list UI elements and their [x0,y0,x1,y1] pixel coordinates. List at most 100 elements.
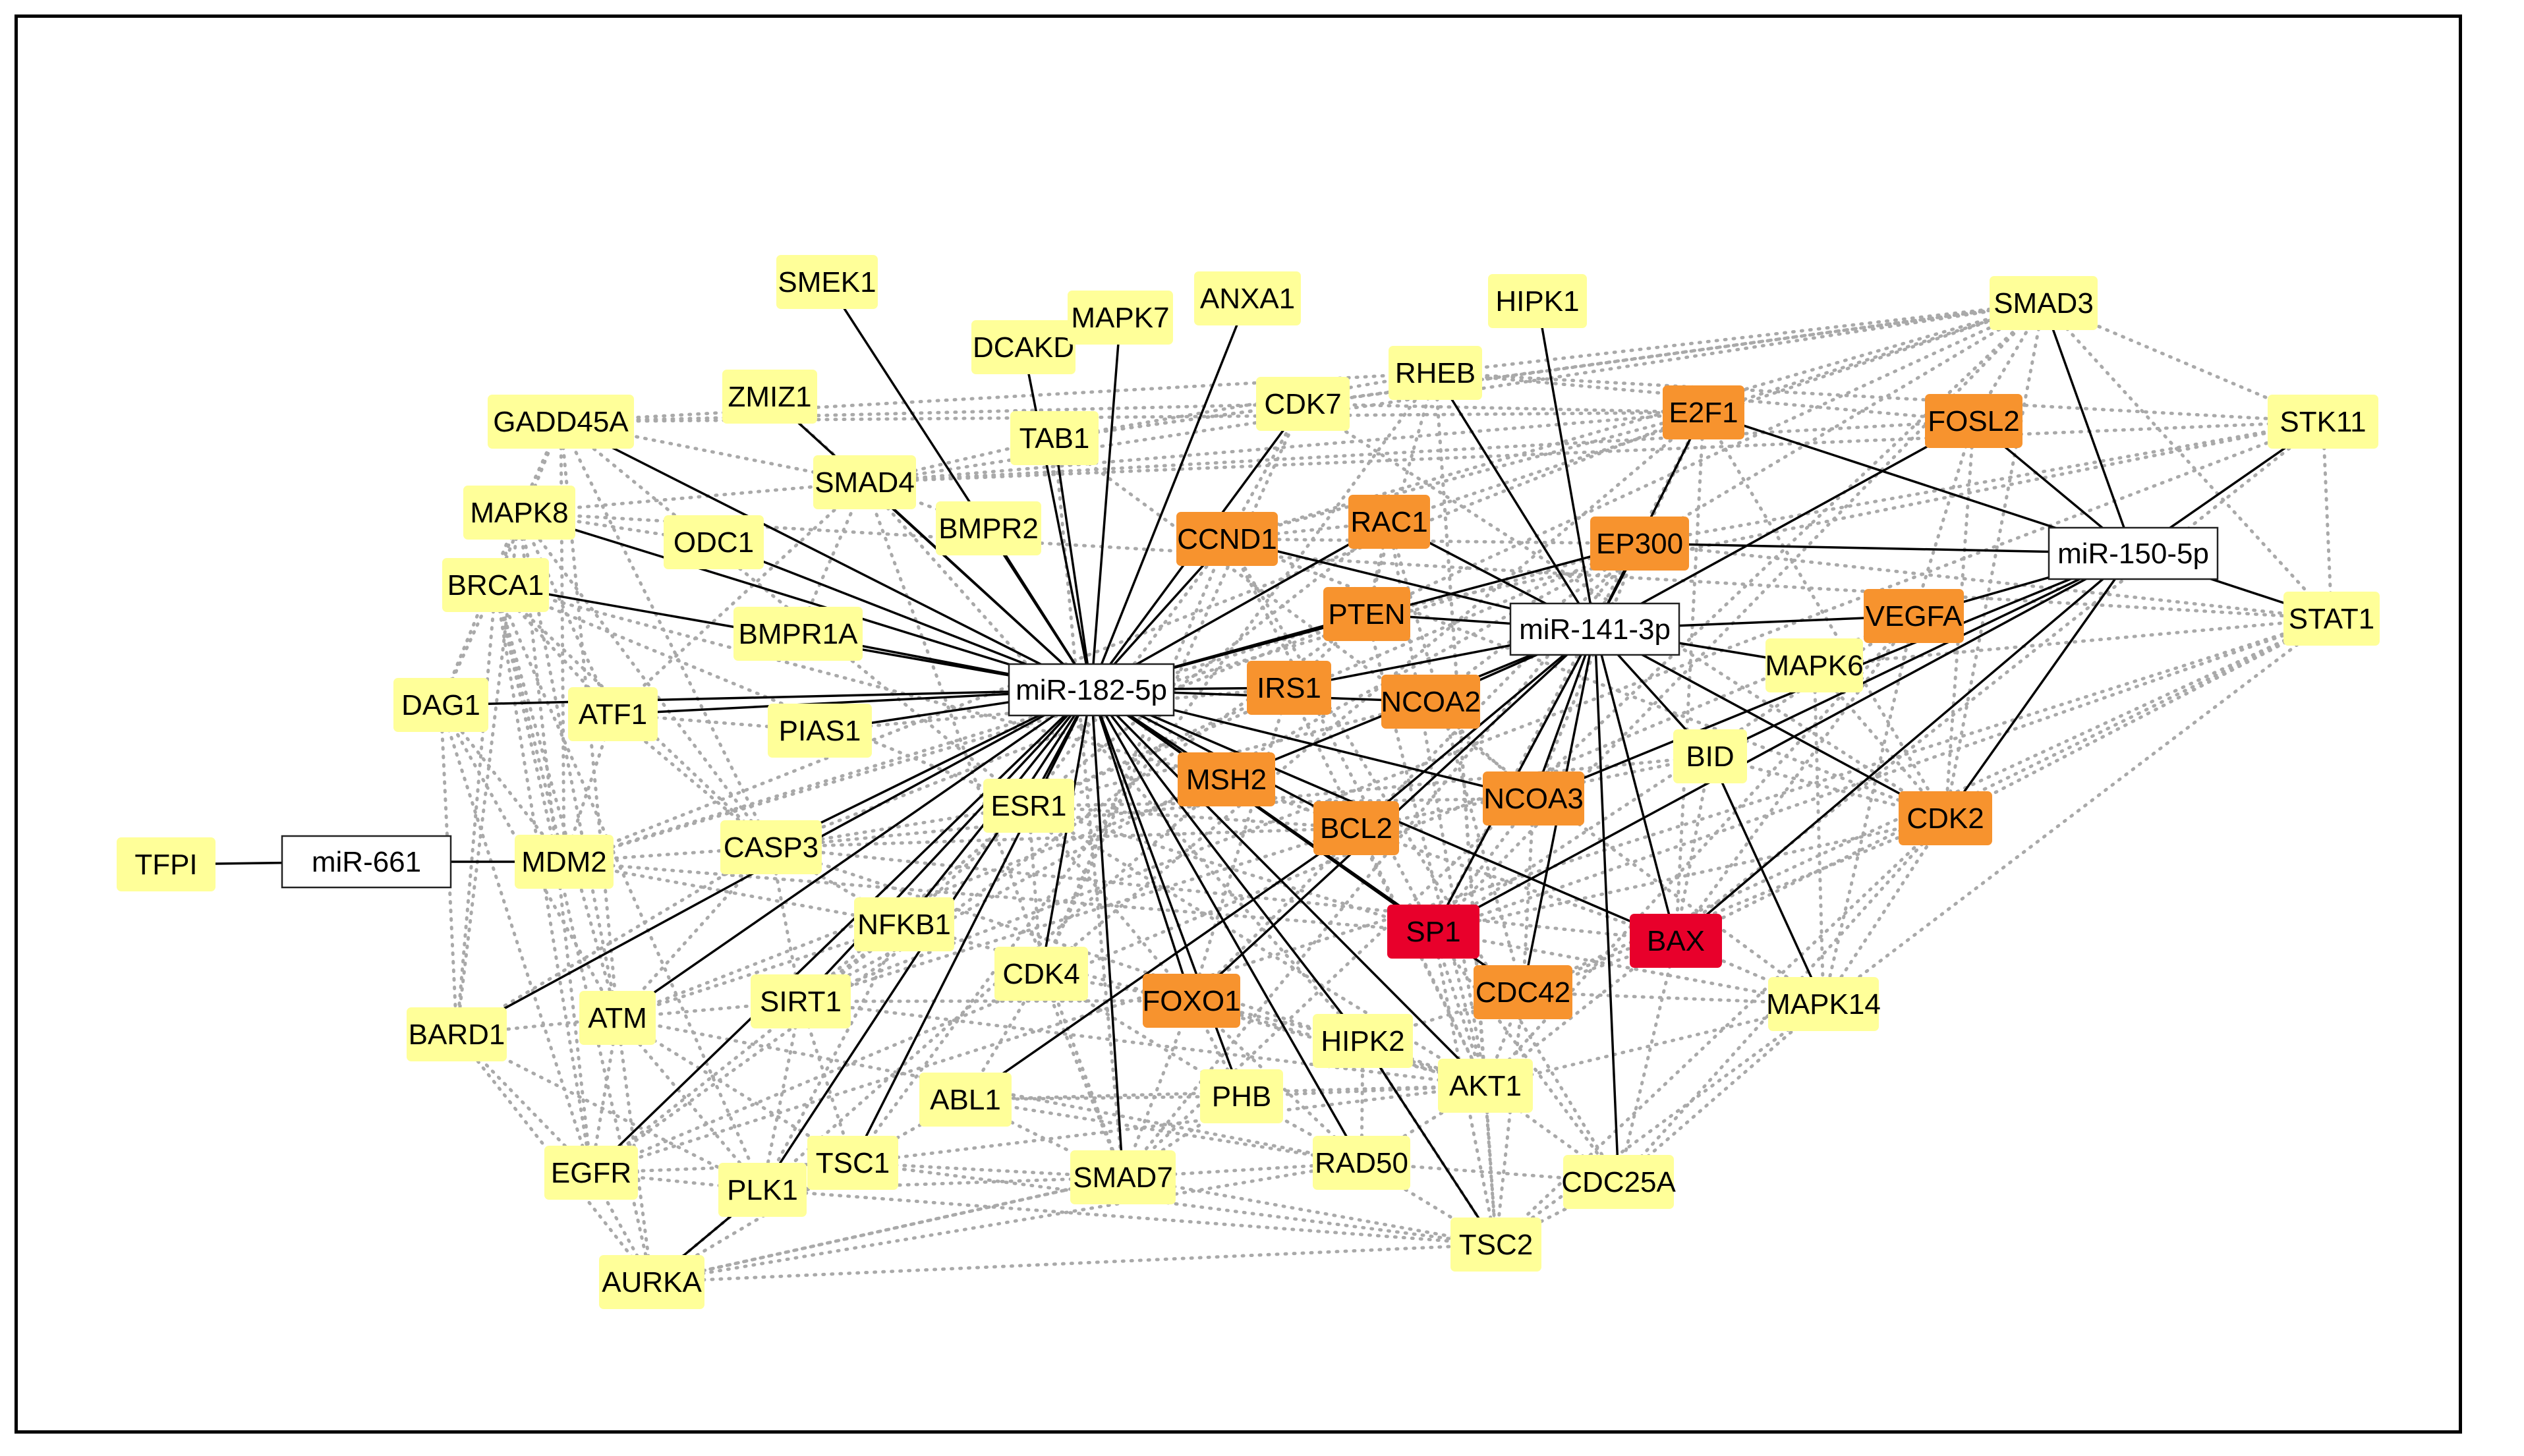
node-label: MAPK7 [1071,302,1169,334]
node-ncoa3: NCOA3 [1483,771,1584,826]
dotted-edge-aurka-rad50 [650,1161,1363,1284]
node-label: CASP3 [724,831,818,864]
node-label: E2F1 [1669,397,1738,429]
node-box [515,835,614,889]
solid-edge-mir-150-5p-sp1 [1433,552,2134,933]
dotted-edge-mapk6-mapk14 [1812,663,1825,1006]
node-label: ANXA1 [1200,283,1295,315]
dotted-edge-brca1-esr1 [494,583,1031,808]
node-label: IRS1 [1257,672,1321,704]
dotted-edge-ccnd1-cdk4 [1039,537,1229,976]
node-bax: BAX [1630,914,1722,968]
node-box [1474,965,1572,1019]
dotted-edge-nfkb1-egfr [589,922,906,1175]
node-label: HIPK1 [1495,285,1579,318]
dotted-edge-nfkb1-plk1 [760,922,906,1192]
node-label: MAPK14 [1766,988,1881,1021]
dotted-edge-brca1-bard1 [455,583,498,1036]
node-ep300: EP300 [1590,517,1689,571]
solid-edge-mir-182-5p-tab1 [1053,437,1093,690]
node-box [733,607,863,661]
node-label: miR-141-3p [1519,613,1671,646]
node-label: BCL2 [1320,812,1392,845]
node-label: miR-150-5p [2057,538,2209,570]
node-box [568,687,658,741]
node-rac1: RAC1 [1348,495,1430,549]
dotted-edge-atm-plk1 [616,1016,764,1192]
node-bcl2: BCL2 [1313,801,1399,855]
node-pias1: PIAS1 [768,704,872,758]
dotted-edge-aurka-tsc2 [650,1243,1498,1284]
node-box [1178,752,1275,806]
node-label: TSC1 [816,1147,890,1179]
node-label: TFPI [134,849,197,881]
dotted-edge-bax-cdc25a [1617,939,1678,1184]
node-box [813,455,916,509]
node-plk1: PLK1 [718,1163,807,1217]
dotted-edge-vegfa-bax [1674,614,1916,943]
node-label: RAD50 [1315,1147,1408,1179]
dotted-edge-msh2-brca1 [494,583,1228,781]
node-tfpi: TFPI [117,837,215,891]
node-sirt1: SIRT1 [751,974,851,1028]
solid-edge-mir-141-3p-cdk2 [1594,628,1946,820]
dotted-edge-tsc1-tsc2 [851,1161,1498,1246]
node-box [919,1073,1012,1127]
node-label: HIPK2 [1321,1025,1404,1057]
node-box [1256,377,1350,431]
node-dcakd: DCAKD [971,320,1076,374]
node-label: miR-661 [312,846,421,878]
node-label: ATM [588,1002,647,1034]
node-casp3: CASP3 [720,820,822,874]
dotted-edge-ccnd1-cdc25a [1225,537,1621,1184]
node-label: EP300 [1596,528,1683,560]
node-box [1563,1155,1674,1209]
solid-edge-mir-182-5p-mapk8 [519,511,1092,691]
dotted-edge-ep300-ccnd1 [1225,537,1642,546]
node-label: miR-182-5p [1016,674,1167,706]
node-label: SMAD4 [815,466,915,499]
node-label: SMAD3 [1993,287,2094,320]
node-box [720,820,822,874]
dotted-edge-cdk7-cdk2 [1301,402,1947,820]
dotted-edge-aurka-smad7 [650,1175,1125,1284]
dotted-edge-bax-casp3 [769,845,1678,943]
dotted-edge-bard1-egfr [455,1032,593,1175]
dotted-edge-smad4-fosl2 [863,419,1976,484]
dotted-edge-brca1-aurka [494,583,654,1284]
dotted-edge-esr1-cdk4 [1027,804,1043,976]
node-box [281,835,452,889]
solid-edge-bid-mapk14 [1709,756,1825,1005]
dotted-edge-tab1-smad7 [1052,436,1125,1179]
node-ccnd1: CCND1 [1176,512,1278,566]
node-cdc42: CDC42 [1474,965,1572,1019]
node-box [718,1163,807,1217]
node-box [1509,602,1680,656]
solid-edge-mir-150-5p-bax [1675,552,2135,942]
dotted-edge-pten-akt1 [1365,612,1487,1088]
node-label: CDK4 [1002,958,1079,990]
node-mir-182-5p: miR-182-5p [1008,663,1175,717]
node-label: PTEN [1328,598,1405,630]
dotted-edge-cdk7-e2f1 [1301,402,1706,414]
node-label: ODC1 [674,526,754,559]
solid-edge-mir-141-3p-bax [1593,629,1677,941]
node-box [1483,771,1584,826]
node-label: NFKB1 [857,909,951,941]
node-box [1381,675,1480,729]
solid-edge-mir-182-5p-akt1 [1090,688,1487,1087]
dotted-edge-dag1-egfr [439,703,593,1175]
node-box [751,974,851,1028]
dotted-edge-rheb-akt1 [1433,371,1487,1088]
dotted-edge-bcl2-sirt1 [799,826,1358,1003]
dotted-edge-vegfa-egfr [589,614,1916,1175]
node-label: MSH2 [1186,764,1267,796]
node-label: ATF1 [579,698,647,731]
dotted-edge-esr1-sirt1 [799,804,1031,1003]
dotted-edge-stk11-pten [1365,420,2325,616]
dotted-edge-gadd45a-mdm2 [559,420,566,864]
node-box [1313,1014,1413,1068]
node-mapk7: MAPK7 [1068,291,1173,345]
dotted-edge-bcl2-bax [1354,826,1678,943]
dotted-edge-esr1-foxo1 [1027,804,1193,1003]
